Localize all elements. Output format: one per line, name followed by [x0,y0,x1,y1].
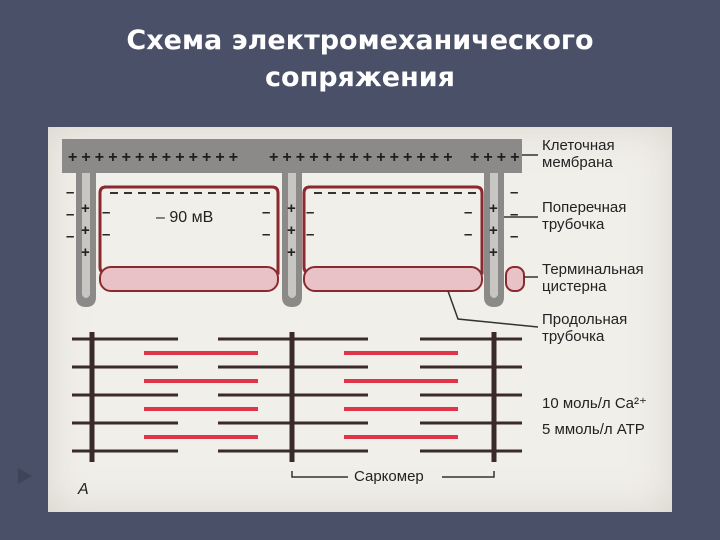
svg-text:–: – [306,226,314,243]
z-lines [89,332,497,462]
plus-charge: + [95,149,104,166]
svg-text:+: + [489,244,498,261]
svg-text:+: + [489,200,498,217]
plus-charge: + [363,149,372,166]
label-leader-lines [447,154,539,328]
svg-text:+: + [81,222,90,239]
svg-text:–: – [510,206,518,223]
plus-charge: + [390,149,399,166]
svg-text:–: – [464,226,472,243]
svg-text:+: + [287,222,296,239]
terminal-cistern-right [303,266,483,292]
t-tubules [76,173,504,307]
svg-text:–: – [102,226,110,243]
svg-text:+: + [81,200,90,217]
plus-charge: + [162,149,171,166]
label-sarcomere: Саркомер [354,468,424,485]
plus-charge: + [108,149,117,166]
cell-membrane [62,139,522,173]
plus-charge: + [336,149,345,166]
plus-charge: + [81,149,90,166]
terminal-cistern-left [99,266,279,292]
plus-charge: + [269,149,278,166]
sarcoplasmic-reticulum [98,185,525,292]
plus-charge: + [282,149,291,166]
slide-title-line-2: сопряжения [265,62,455,93]
plus-charge: + [296,149,305,166]
plus-charge: + [443,149,452,166]
plus-charge: + [148,149,157,166]
diagram-figure: +++++++++++++++++++++++++++++++ ––– –– [48,127,672,512]
plus-charge: + [229,149,238,166]
svg-text:–: – [66,228,74,245]
svg-text:–: – [102,204,110,221]
plus-charge: + [430,149,439,166]
plus-charge: + [309,149,318,166]
svg-text:+: + [287,244,296,261]
svg-text:–: – [510,184,518,201]
membrane-plus-charges: +++++++++++++++++++++++++++++++ [68,149,520,166]
plus-charge: + [403,149,412,166]
slide-title-line-1: Схема электромеханического [126,25,594,56]
label-membrane-potential: – 90 мВ [156,209,214,226]
svg-text:+: + [489,222,498,239]
svg-text:–: – [262,226,270,243]
svg-text:–: – [510,228,518,245]
svg-text:–: – [464,204,472,221]
plus-charge: + [68,149,77,166]
plus-charge: + [470,149,479,166]
plus-charge: + [483,149,492,166]
excitation-contraction-diagram: +++++++++++++++++++++++++++++++ ––– –– [62,139,539,478]
sarcomere-bracket [291,471,495,478]
bullet-arrow-icon [18,468,32,484]
svg-text:–: – [66,206,74,223]
plus-charge: + [497,149,506,166]
label-longitudinal-tubule: Продольная трубочка [542,311,628,345]
plus-charge: + [175,149,184,166]
plus-charge: + [376,149,385,166]
plus-charge: + [215,149,224,166]
svg-text:+: + [287,200,296,217]
svg-text:+: + [81,244,90,261]
svg-text:–: – [262,204,270,221]
svg-text:–: – [306,204,314,221]
label-cell-membrane: Клеточная мембрана [542,137,615,171]
plus-charge: + [135,149,144,166]
plus-charge: + [416,149,425,166]
tubule-charges: – – – – – – – – – – – – – – + + + + + + + + + [66,184,518,261]
panel-letter: А [78,481,89,498]
plus-charge: + [323,149,332,166]
slide-title: Схема электромеханического сопряжения [0,22,720,96]
label-calcium: 10 моль/л Ca²⁺ [542,395,647,412]
myofilaments [72,337,522,453]
plus-charge: + [122,149,131,166]
plus-charge: + [202,149,211,166]
label-terminal-cistern: Терминальная цистерна [542,261,644,295]
plus-charge: + [510,149,519,166]
svg-text:–: – [66,184,74,201]
plus-charge: + [189,149,198,166]
label-atp: 5 ммоль/л АТР [542,421,645,438]
plus-charge: + [349,149,358,166]
label-t-tubule: Поперечная трубочка [542,199,627,233]
